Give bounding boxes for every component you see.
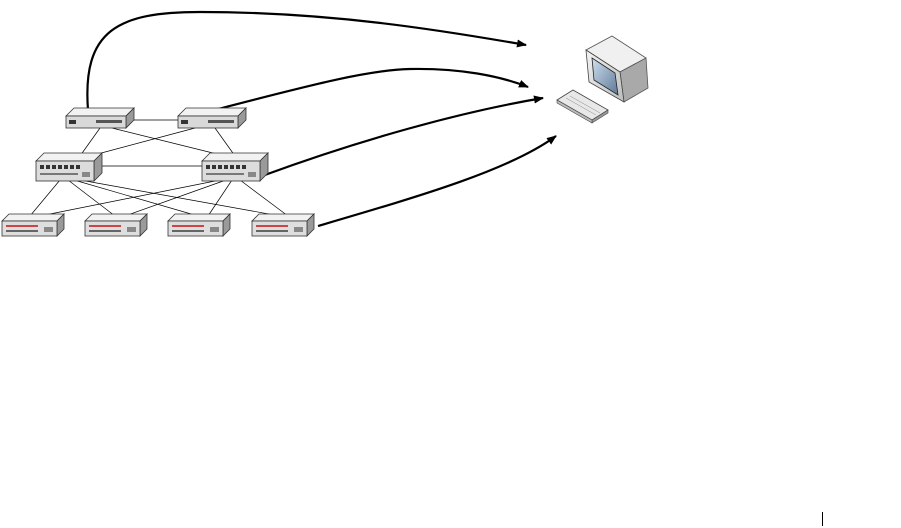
link-core2-dist1 xyxy=(90,128,195,156)
link-core1-dist1 xyxy=(80,128,100,156)
workstation-computer-icon xyxy=(557,36,648,123)
link-core2-dist2 xyxy=(215,128,235,156)
switch-distribution-2 xyxy=(202,153,268,181)
router-core-2 xyxy=(178,108,246,128)
switch-access-3 xyxy=(168,214,230,236)
switch-access-2 xyxy=(85,214,147,236)
switch-distribution-1 xyxy=(36,153,102,181)
flow-arrow-core2 xyxy=(210,69,528,111)
switch-access-4 xyxy=(252,214,314,236)
flow-arrow-dist2 xyxy=(262,98,543,176)
switch-access-1 xyxy=(2,214,64,236)
link-dist2-access1 xyxy=(40,180,220,216)
link-dist2-access2 xyxy=(125,180,226,216)
link-core1-dist2 xyxy=(112,128,225,156)
router-core-1 xyxy=(66,108,134,128)
link-dist1-access1 xyxy=(30,180,60,216)
page-edge-marker xyxy=(822,512,823,526)
flow-arrow-core1 xyxy=(87,12,526,110)
flow-arrow-access4 xyxy=(318,136,556,226)
link-dist2-access4 xyxy=(240,180,288,216)
